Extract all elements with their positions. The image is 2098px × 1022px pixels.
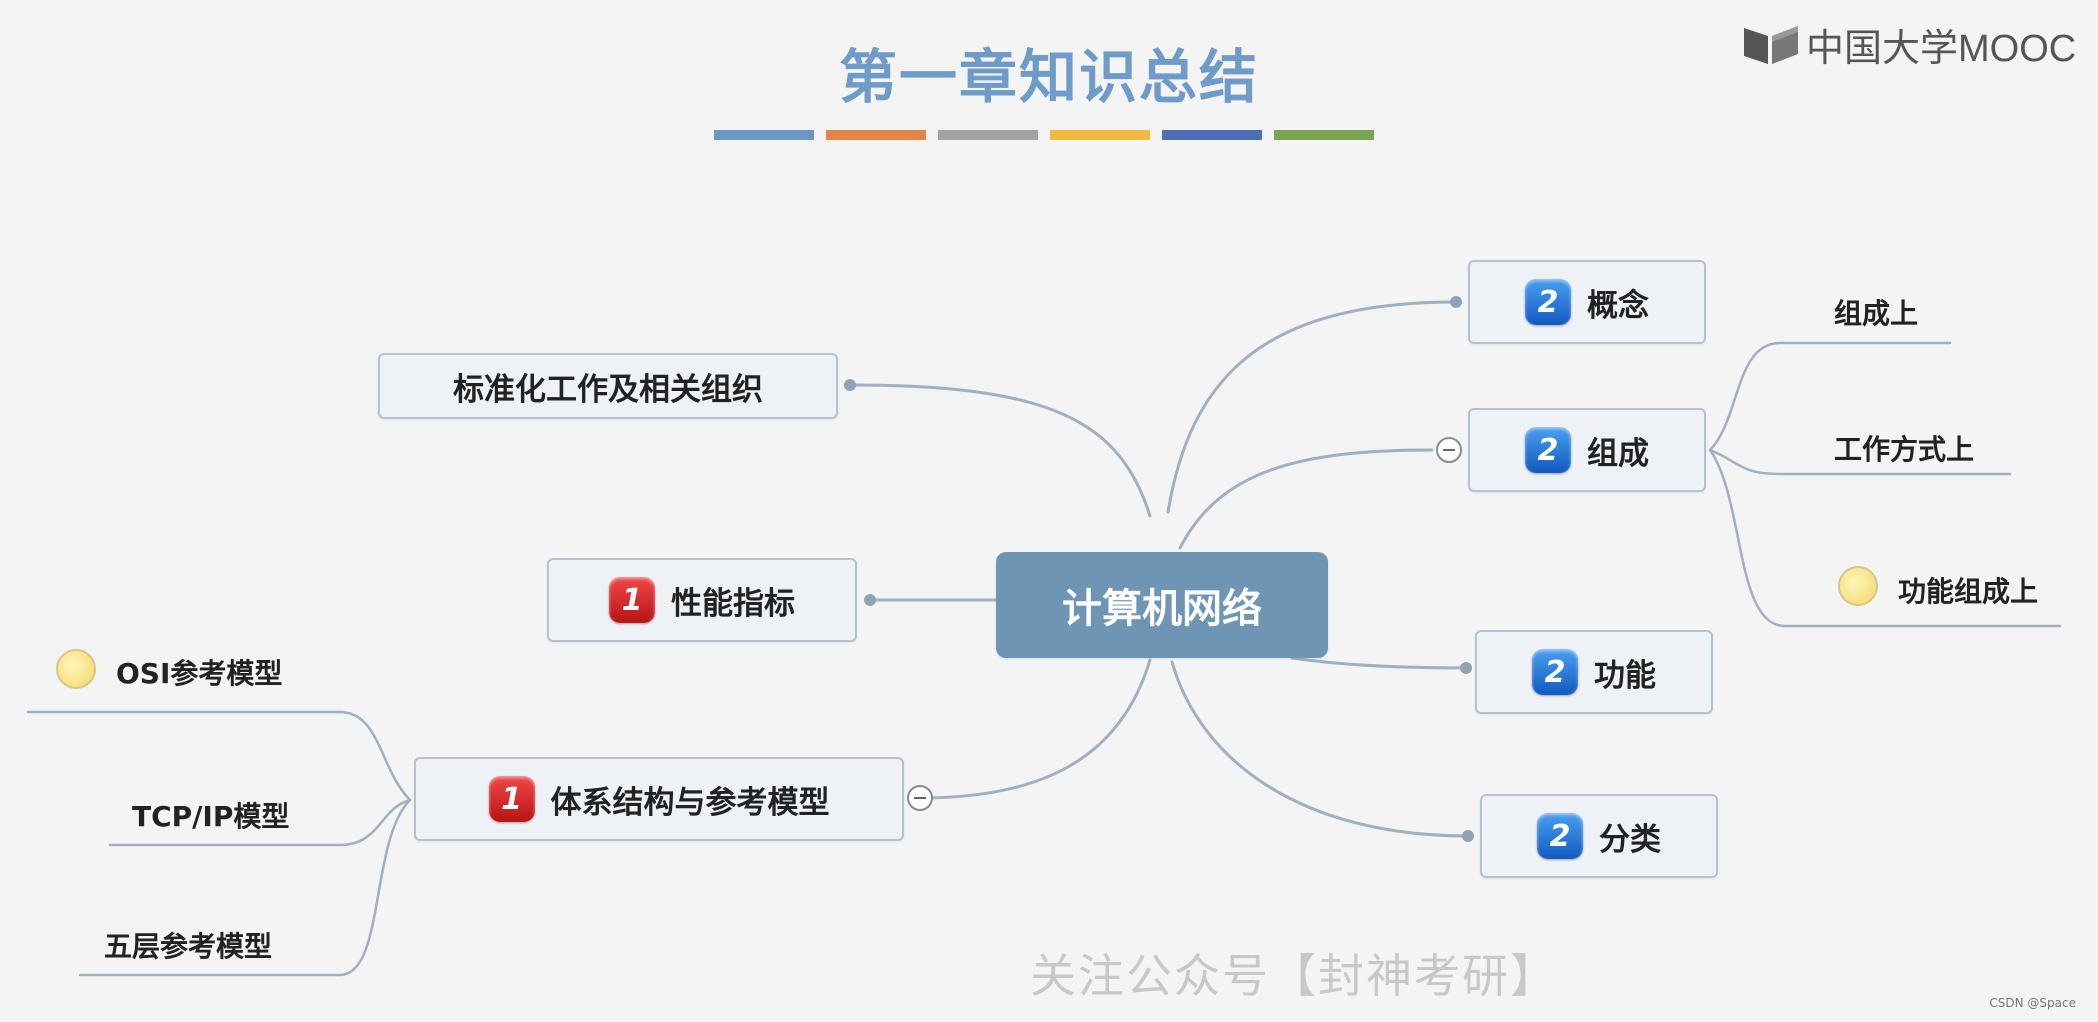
priority-1-badge: 1 — [488, 776, 535, 822]
link-classification — [1170, 660, 1470, 838]
link-gongzuofangshi — [1708, 448, 2012, 476]
link-tcpip — [108, 798, 412, 847]
link-function — [1290, 656, 1468, 670]
leaf-working-mode[interactable]: 工作方式上 — [1834, 433, 1975, 466]
node-composition-label: 组成 — [1587, 435, 1649, 472]
node-standardization-label: 标准化工作及相关组织 — [453, 371, 763, 408]
node-function[interactable]: 2 功能 — [1475, 630, 1713, 714]
color-bar — [826, 130, 926, 140]
node-concept[interactable]: 2 概念 — [1468, 260, 1706, 344]
priority-1-badge: 1 — [609, 577, 655, 623]
mooc-book-icon — [1742, 22, 1800, 66]
collapse-toggle-composition[interactable] — [1436, 437, 1462, 463]
junction-dot-concept — [1450, 296, 1462, 308]
link-composition — [1178, 448, 1434, 550]
sun-marker-icon — [1838, 566, 1878, 606]
priority-2-badge: 2 — [1532, 649, 1578, 695]
root-node-label: 计算机网络 — [1062, 586, 1262, 632]
node-performance[interactable]: 1 性能指标 — [547, 558, 857, 642]
color-bar — [1274, 130, 1374, 140]
junction-dot-standardization — [844, 379, 856, 391]
junction-dot-function — [1460, 662, 1472, 674]
link-zuchengshang — [1708, 341, 1952, 452]
leaf-five-layer-model[interactable]: 五层参考模型 — [104, 930, 273, 963]
junction-dot-classification — [1462, 830, 1474, 842]
priority-2-badge: 2 — [1537, 813, 1583, 859]
color-bar — [938, 130, 1038, 140]
node-classification-label: 分类 — [1599, 821, 1661, 858]
leaf-functional-composition[interactable]: 功能组成上 — [1898, 575, 2039, 608]
junction-dot-performance — [864, 594, 876, 606]
leaf-composition-structure[interactable]: 组成上 — [1834, 297, 1919, 330]
watermark-text: 关注公众号【封神考研】 — [1030, 949, 1558, 1003]
node-function-label: 功能 — [1594, 657, 1656, 694]
priority-2-badge: 2 — [1525, 279, 1571, 325]
priority-2-badge: 2 — [1525, 427, 1571, 473]
link-osi — [26, 710, 412, 802]
credit-text: CSDN @Space — [1989, 996, 2076, 1010]
collapse-toggle-architecture[interactable] — [907, 785, 933, 811]
link-gongnengzucheng — [1708, 448, 2062, 628]
page-title: 第一章知识总结 — [838, 43, 1259, 111]
mooc-logo: 中国大学MOOC — [1742, 20, 2076, 70]
color-bar — [1050, 130, 1150, 140]
node-architecture[interactable]: 1 体系结构与参考模型 — [414, 757, 904, 841]
leaf-tcpip-model[interactable]: TCP/IP模型 — [132, 800, 290, 833]
root-node[interactable]: 计算机网络 — [996, 552, 1328, 658]
link-architecture — [918, 658, 1152, 800]
node-classification[interactable]: 2 分类 — [1480, 794, 1718, 878]
sun-marker-icon — [56, 649, 96, 689]
node-standardization[interactable]: 标准化工作及相关组织 — [378, 353, 838, 419]
node-performance-label: 性能指标 — [671, 585, 795, 622]
color-bar — [1162, 130, 1262, 140]
leaf-osi-model[interactable]: OSI参考模型 — [116, 657, 283, 690]
node-composition[interactable]: 2 组成 — [1468, 408, 1706, 492]
link-fivelayer — [78, 798, 412, 977]
node-architecture-label: 体系结构与参考模型 — [550, 784, 830, 821]
mooc-logo-text: 中国大学MOOC — [1806, 27, 2077, 70]
link-standardization — [848, 383, 1152, 518]
color-bar — [714, 130, 814, 140]
node-concept-label: 概念 — [1587, 287, 1649, 324]
link-concept — [1166, 300, 1458, 514]
